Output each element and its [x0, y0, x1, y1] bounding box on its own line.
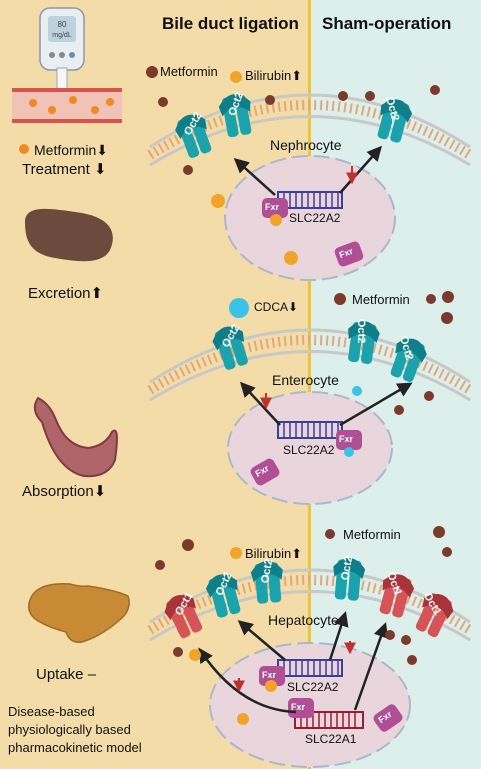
- expression-arrow: [339, 382, 413, 427]
- fxr-protein: [250, 458, 280, 486]
- nephrocyte-metformin-label: Metformin: [160, 64, 218, 79]
- enterocyte-metformin-label: Metformin: [352, 292, 410, 307]
- down-arrow-icon: ⬇: [93, 161, 107, 178]
- fxr-protein: [259, 666, 285, 686]
- down-arrow-icon: ⬇: [288, 300, 299, 314]
- kidney-icon: [25, 208, 113, 262]
- hepatocyte-gene2-label: SLC22A2: [287, 680, 339, 694]
- enterocyte-cell-label: Enterocyte: [272, 372, 339, 388]
- absorption-label: Absorption⬇: [22, 483, 107, 500]
- liver-icon: [27, 583, 130, 644]
- down-arrow-icon: ⬇: [93, 483, 107, 500]
- expression-arrow: [353, 622, 389, 711]
- fxr-protein: [373, 704, 403, 732]
- header-sham-operation: Sham-operation: [322, 14, 452, 33]
- fxr-label: Fxr: [265, 202, 280, 212]
- intestine-icon: [33, 396, 118, 478]
- bilirubin-molecules: [189, 71, 298, 725]
- hepatocyte-metformin-label: Metformin: [343, 527, 401, 542]
- glucose-meter-icon: [39, 7, 85, 93]
- header-bile-duct-ligation: Bile duct ligation: [162, 14, 299, 33]
- nephrocyte-bilirubin-label: Bilirubin⬆: [245, 68, 303, 83]
- model-caption-line3: pharmacokinetic model: [8, 740, 142, 755]
- nephrocyte-gene-label: SLC22A2: [289, 211, 341, 225]
- metformin-molecules: [146, 66, 454, 665]
- fxr-label: Fxr: [262, 670, 277, 680]
- nephrocyte-cell-label: Nephrocyte: [270, 137, 342, 153]
- hepatocyte-gene1-label: SLC22A1: [305, 732, 357, 746]
- enterocyte-membrane: [147, 328, 473, 402]
- cdca-molecules: [229, 298, 362, 457]
- down-arrow-icon: ⬇: [96, 142, 108, 158]
- metformin-dot-icon: [19, 144, 29, 154]
- uptake-label: Uptake –: [36, 666, 97, 683]
- model-caption-line1: Disease-based: [8, 704, 95, 719]
- fxr-protein: [334, 241, 364, 267]
- fxr-protein: [336, 430, 362, 450]
- oct2-label: Oct2: [355, 318, 368, 344]
- expression-arrow: [339, 145, 382, 194]
- meter-unit: mg/dL: [52, 32, 72, 39]
- up-arrow-icon: ⬆: [291, 68, 303, 83]
- fxr-protein: [262, 198, 288, 218]
- model-caption-line2: physiologically based: [8, 722, 131, 737]
- expression-arrow: [233, 157, 276, 196]
- treatment-label: Treatment ⬇: [22, 161, 107, 178]
- expression-arrow: [198, 647, 297, 714]
- blood-vessel-icon: [12, 88, 122, 123]
- hepatocyte-cell-label: Hepatocyte: [268, 612, 339, 628]
- enterocyte-gene-label: SLC22A2: [283, 443, 335, 457]
- hepatocyte-bilirubin-label: Bilirubin⬆: [245, 546, 303, 561]
- fxr-label: Fxr: [291, 702, 306, 712]
- excretion-label: Excretion⬆: [28, 285, 104, 302]
- up-arrow-icon: ⬆: [90, 285, 104, 302]
- dna-slc22a1-hepatocyte: [294, 711, 364, 729]
- up-arrow-icon: ⬆: [291, 546, 303, 561]
- meter-reading: 80: [57, 20, 67, 29]
- enterocyte-cdca-label: CDCA⬇: [254, 300, 299, 314]
- expression-arrow: [237, 620, 286, 661]
- expression-arrow: [328, 611, 349, 661]
- sidebar-metformin-label: Metformin⬇: [34, 142, 108, 158]
- panel-divider: [308, 0, 311, 769]
- fxr-label: Fxr: [339, 434, 354, 444]
